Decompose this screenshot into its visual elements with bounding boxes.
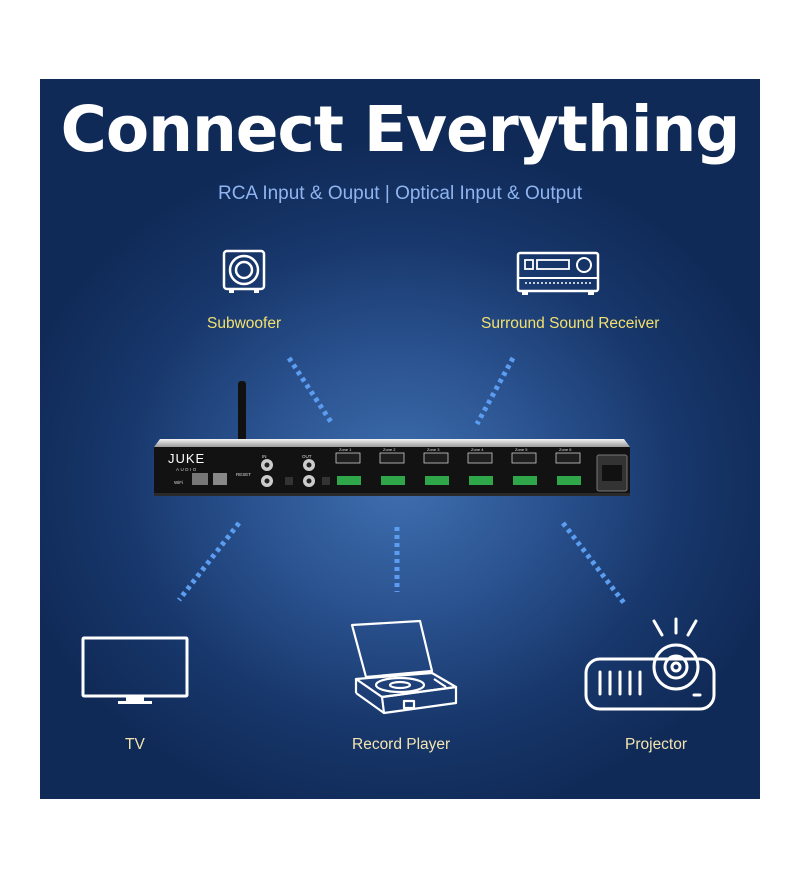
projector-icon (582, 617, 718, 717)
page-subtitle: RCA Input & Ouput | Optical Input & Outp… (217, 183, 583, 204)
record-player-label: Record Player (352, 736, 451, 753)
tv-label: TV (125, 736, 145, 753)
subwoofer-icon (221, 248, 267, 296)
tv-icon (80, 635, 190, 707)
subwoofer-label: Subwoofer (207, 315, 282, 332)
amp-zone-label: Zone 3 (427, 447, 440, 452)
page-title: Connect Everything (60, 93, 741, 166)
amp-reset-label: RESET (236, 472, 251, 477)
amp-zone-label: Zone 6 (559, 447, 572, 452)
receiver-label: Surround Sound Receiver (481, 315, 660, 332)
record-player-icon (344, 617, 462, 715)
projector-label: Projector (625, 736, 688, 753)
amp-zone-label: Zone 5 (515, 447, 528, 452)
amp-brand: JUKE (168, 451, 205, 466)
amp-in-label: IN (262, 454, 267, 459)
amp-out-label: OUT (302, 454, 312, 459)
receiver-icon (516, 251, 600, 297)
amp-wifi-label: WiFi (174, 480, 183, 485)
amp-zone-label: Zone 2 (383, 447, 396, 452)
connection-dots (177, 356, 626, 605)
hero-panel: Connect Everything RCA Input & Ouput | O… (40, 79, 760, 799)
amp-zone-label: Zone 1 (339, 447, 352, 452)
amp-zone-label: Zone 4 (471, 447, 484, 452)
juke-amplifier: JUKE AUDIO WiFi RESET IN OUT Zone 1 Zone… (154, 381, 632, 499)
amp-brand-sub: AUDIO (176, 467, 198, 472)
